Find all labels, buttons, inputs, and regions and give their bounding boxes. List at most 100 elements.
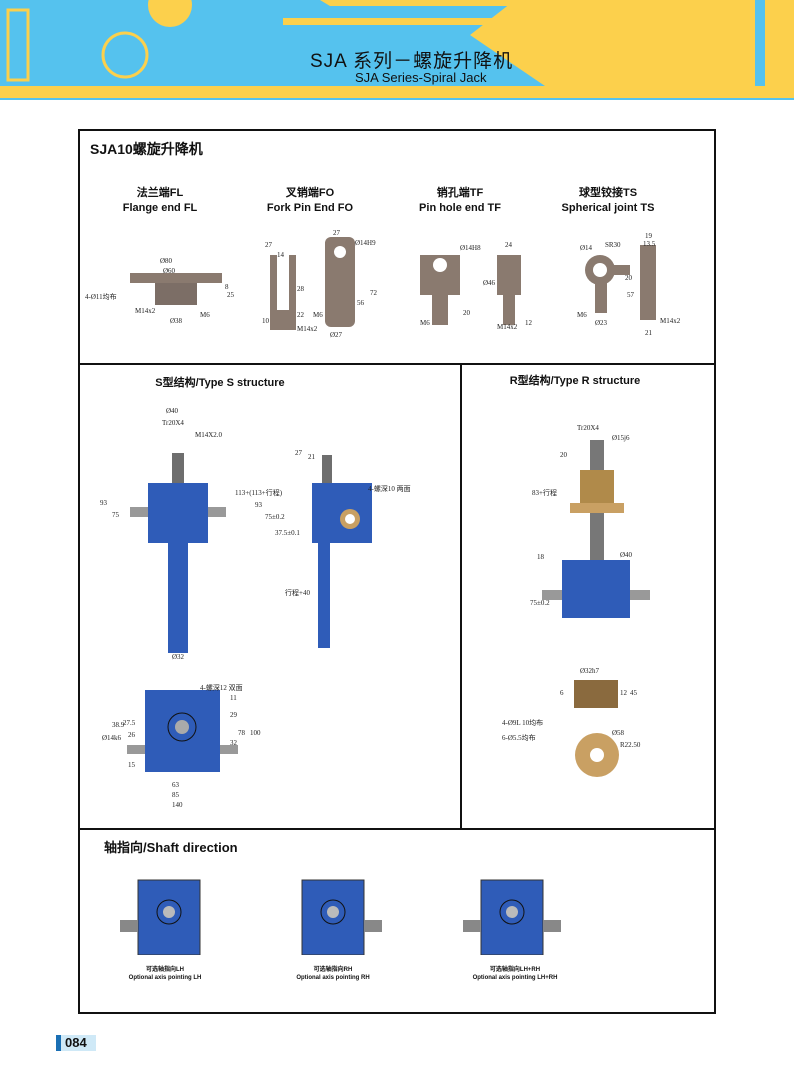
svg-text:Ø32h7: Ø32h7 — [580, 667, 600, 675]
svg-text:56: 56 — [357, 299, 365, 307]
divider — [460, 363, 462, 829]
svg-text:R22.50: R22.50 — [620, 741, 641, 749]
svg-text:Ø40: Ø40 — [166, 407, 179, 415]
svg-text:27: 27 — [265, 241, 273, 249]
svg-text:Ø38: Ø38 — [170, 317, 183, 325]
svg-text:Tr20X4: Tr20X4 — [162, 419, 184, 427]
svg-text:85: 85 — [172, 791, 180, 799]
svg-text:20: 20 — [560, 451, 568, 459]
svg-text:Ø14H9: Ø14H9 — [355, 239, 376, 247]
divider — [78, 828, 716, 830]
shaft-rh-drawing — [301, 879, 382, 955]
svg-text:27: 27 — [333, 229, 341, 237]
svg-text:93: 93 — [255, 501, 263, 509]
svg-text:Ø40: Ø40 — [620, 551, 633, 559]
svg-text:75±0.2: 75±0.2 — [530, 599, 550, 607]
svg-text:24: 24 — [505, 241, 513, 249]
svg-text:Ø80: Ø80 — [160, 257, 173, 265]
svg-text:Ø58: Ø58 — [612, 729, 625, 737]
svg-text:4-螺深12 双面: 4-螺深12 双面 — [200, 683, 243, 692]
svg-text:Ø14H8: Ø14H8 — [460, 244, 481, 252]
svg-text:4-Ø9L 10均布: 4-Ø9L 10均布 — [502, 718, 543, 727]
svg-text:10: 10 — [262, 317, 270, 325]
svg-text:Tr20X4: Tr20X4 — [577, 424, 599, 432]
svg-text:75: 75 — [112, 511, 120, 519]
svg-text:M14x2: M14x2 — [497, 323, 518, 331]
svg-text:37.5±0.1: 37.5±0.1 — [275, 529, 300, 537]
svg-text:M14x2: M14x2 — [660, 317, 681, 325]
svg-text:26: 26 — [128, 731, 136, 739]
svg-text:100: 100 — [250, 729, 261, 737]
r-structure-title: R型结构/Type R structure — [509, 375, 641, 387]
svg-text:27.5: 27.5 — [123, 719, 136, 727]
svg-text:M14x2: M14x2 — [135, 307, 156, 315]
svg-text:行程+40: 行程+40 — [285, 588, 310, 597]
svg-text:28: 28 — [297, 285, 305, 293]
svg-text:M6: M6 — [200, 311, 210, 319]
svg-text:20: 20 — [463, 309, 471, 317]
svg-text:78: 78 — [238, 729, 246, 737]
svg-text:22: 22 — [297, 311, 305, 319]
svg-text:45: 45 — [630, 689, 638, 697]
svg-text:Ø32: Ø32 — [172, 653, 185, 661]
svg-text:Ø60: Ø60 — [163, 267, 176, 275]
svg-text:72: 72 — [370, 289, 378, 297]
svg-text:SR30: SR30 — [605, 241, 621, 249]
svg-text:M6: M6 — [420, 319, 430, 327]
svg-text:M6: M6 — [313, 311, 323, 319]
svg-text:140: 140 — [172, 801, 183, 809]
svg-text:21: 21 — [645, 329, 653, 337]
svg-text:29: 29 — [230, 711, 238, 719]
svg-text:15: 15 — [128, 761, 136, 769]
content-frame — [78, 129, 716, 1014]
header-title-cn: SJA 系列－螺旋升降机 — [310, 51, 514, 72]
svg-text:Ø14: Ø14 — [580, 244, 593, 252]
svg-text:4-Ø11均布: 4-Ø11均布 — [85, 292, 117, 301]
svg-text:8: 8 — [225, 283, 229, 291]
page-header: SJA 系列－螺旋升降机 SJA Series-Spiral Jack — [0, 0, 794, 100]
s-structure-title: S型结构/Type S structure — [155, 377, 285, 389]
svg-text:Ø15j6: Ø15j6 — [612, 434, 630, 442]
svg-text:93: 93 — [100, 499, 108, 507]
svg-text:Ø14k6: Ø14k6 — [102, 734, 122, 742]
svg-text:25: 25 — [227, 291, 235, 299]
svg-text:63: 63 — [172, 781, 180, 789]
svg-text:11: 11 — [230, 694, 237, 702]
svg-text:Ø27: Ø27 — [330, 331, 343, 339]
svg-text:19: 19 — [645, 232, 653, 240]
shaft-lhrh-drawing — [463, 879, 561, 955]
svg-text:Ø46: Ø46 — [483, 279, 496, 287]
svg-text:Ø23: Ø23 — [595, 319, 608, 327]
header-title-en: SJA Series-Spiral Jack — [355, 70, 487, 85]
svg-text:57: 57 — [627, 291, 635, 299]
svg-text:32: 32 — [230, 739, 238, 747]
svg-text:13.5: 13.5 — [643, 240, 656, 248]
svg-text:27: 27 — [295, 449, 303, 457]
svg-text:4-螺深10 两面: 4-螺深10 两面 — [368, 484, 411, 493]
svg-text:6-Ø5.5均布: 6-Ø5.5均布 — [502, 733, 536, 742]
svg-text:75±0.2: 75±0.2 — [265, 513, 285, 521]
svg-text:14: 14 — [277, 251, 285, 259]
svg-text:21: 21 — [308, 453, 316, 461]
svg-text:M6: M6 — [577, 311, 587, 319]
divider — [78, 363, 716, 365]
page-number: 084 — [56, 1035, 96, 1051]
svg-text:12: 12 — [620, 689, 628, 697]
svg-text:12: 12 — [525, 319, 533, 327]
shaft-direction-drawings — [120, 879, 561, 955]
